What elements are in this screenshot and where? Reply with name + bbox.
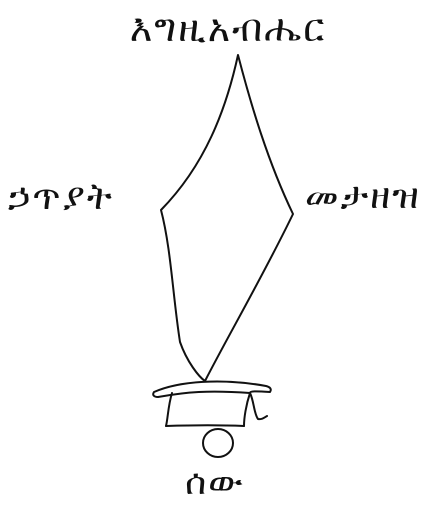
sword-crossguard-bottom bbox=[166, 425, 244, 426]
label-bottom: ሰው bbox=[165, 465, 265, 501]
sword-pommel bbox=[203, 429, 233, 457]
sword-crossguard-tip bbox=[250, 393, 267, 419]
sword-blade bbox=[161, 55, 293, 381]
label-top: እግዚአብሔር bbox=[103, 9, 353, 47]
label-left: ኃጥያት bbox=[8, 178, 114, 215]
label-right: መታዘዝ bbox=[305, 177, 421, 214]
sword-crossguard-left-side bbox=[166, 393, 172, 426]
sword-crossguard-right-side bbox=[244, 393, 250, 426]
